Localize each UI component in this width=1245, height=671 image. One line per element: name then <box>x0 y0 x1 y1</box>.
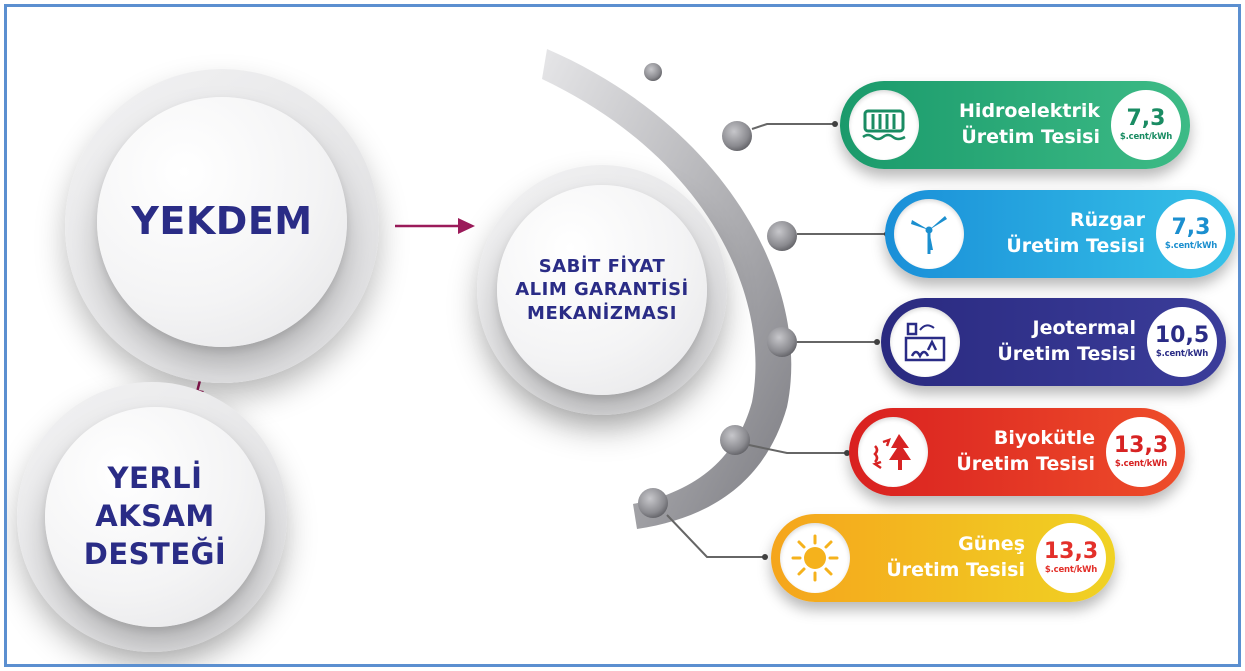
facility-name: Güneş <box>958 533 1025 556</box>
tariff-value: 10,5 <box>1154 323 1210 348</box>
tariff-badge: 7,3 $.cent/kWh <box>1111 90 1181 160</box>
facility-pill-solar: Güneş Üretim Tesisi 13,3 $.cent/kWh <box>771 514 1115 602</box>
tariff-value: 7,3 <box>1126 106 1166 131</box>
yekdem-circle: YEKDEM <box>97 97 347 347</box>
arc-dot <box>638 488 668 518</box>
facility-label: Jeotermal Üretim Tesisi <box>997 298 1136 386</box>
arc-graphic <box>188 49 890 560</box>
geothermal-plant-icon <box>890 307 960 377</box>
facility-label: Hidroelektrik Üretim Tesisi <box>959 81 1100 169</box>
arc-dot <box>767 327 797 357</box>
facility-name: Jeotermal <box>1032 317 1136 340</box>
tariff-badge: 13,3 $.cent/kWh <box>1106 417 1176 487</box>
connector-line <box>751 123 835 130</box>
sun-icon <box>780 523 850 593</box>
sabit-line-3: MEKANİZMASI <box>527 302 677 324</box>
arc-dot <box>644 63 662 81</box>
connector-line <box>666 514 765 558</box>
tariff-unit: $.cent/kWh <box>1114 459 1168 469</box>
tariff-value: 7,3 <box>1171 215 1211 240</box>
sabit-line-1: SABİT FİYAT <box>538 255 666 277</box>
arc-dot <box>722 121 752 151</box>
wind-turbine-icon <box>894 199 964 269</box>
facility-type: Üretim Tesisi <box>961 126 1100 148</box>
yerli-line-1: YERLİ <box>107 461 203 496</box>
facility-type: Üretim Tesisi <box>997 343 1136 365</box>
tariff-badge: 7,3 $.cent/kWh <box>1156 199 1226 269</box>
tariff-badge: 13,3 $.cent/kWh <box>1036 523 1106 593</box>
facility-name: Rüzgar <box>1069 209 1145 232</box>
biomass-tree-icon <box>858 417 928 487</box>
facility-name: Biyokütle <box>993 427 1095 450</box>
arc-dot <box>767 221 797 251</box>
tariff-unit: $.cent/kWh <box>1119 132 1173 142</box>
yerli-label: YERLİ AKSAM DESTEĞİ <box>84 460 226 573</box>
sabit-label: SABİT FİYAT ALIM GARANTİSİ MEKANİZMASI <box>515 255 688 325</box>
tariff-unit: $.cent/kWh <box>1155 349 1209 359</box>
yerli-line-3: DESTEĞİ <box>83 536 227 571</box>
facility-pill-wind: Rüzgar Üretim Tesisi 7,3 $.cent/kWh <box>885 190 1235 278</box>
facility-name: Hidroelektrik <box>959 100 1100 123</box>
tariff-unit: $.cent/kWh <box>1164 241 1218 251</box>
yekdem-label: YEKDEM <box>131 199 313 244</box>
facility-pill-biomass: Biyokütle Üretim Tesisi 13,3 $.cent/kWh <box>849 408 1185 496</box>
hydro-dam-icon <box>849 90 919 160</box>
tariff-value: 13,3 <box>1113 433 1169 458</box>
facility-label: Biyokütle Üretim Tesisi <box>956 408 1095 496</box>
sabit-line-2: ALIM GARANTİSİ <box>515 279 689 301</box>
facility-label: Güneş Üretim Tesisi <box>886 514 1025 602</box>
facility-pill-hydro: Hidroelektrik Üretim Tesisi 7,3 $.cent/k… <box>840 81 1190 169</box>
facility-type: Üretim Tesisi <box>956 453 1095 475</box>
diagram-frame: YEKDEM YERLİ AKSAM DESTEĞİ SABİT FİYAT A… <box>4 4 1241 667</box>
facility-type: Üretim Tesisi <box>1006 235 1145 257</box>
arc-band <box>542 49 792 529</box>
connector-line <box>748 444 847 454</box>
facility-type: Üretim Tesisi <box>886 559 1025 581</box>
sabit-circle: SABİT FİYAT ALIM GARANTİSİ MEKANİZMASI <box>497 185 707 395</box>
tariff-unit: $.cent/kWh <box>1044 565 1098 575</box>
facility-pill-geothermal: Jeotermal Üretim Tesisi 10,5 $.cent/kWh <box>881 298 1226 386</box>
tariff-value: 13,3 <box>1043 539 1099 564</box>
tariff-badge: 10,5 $.cent/kWh <box>1147 307 1217 377</box>
yerli-circle: YERLİ AKSAM DESTEĞİ <box>45 407 265 627</box>
facility-label: Rüzgar Üretim Tesisi <box>1006 190 1145 278</box>
arc-dot <box>720 425 750 455</box>
yerli-line-2: AKSAM <box>95 499 215 534</box>
